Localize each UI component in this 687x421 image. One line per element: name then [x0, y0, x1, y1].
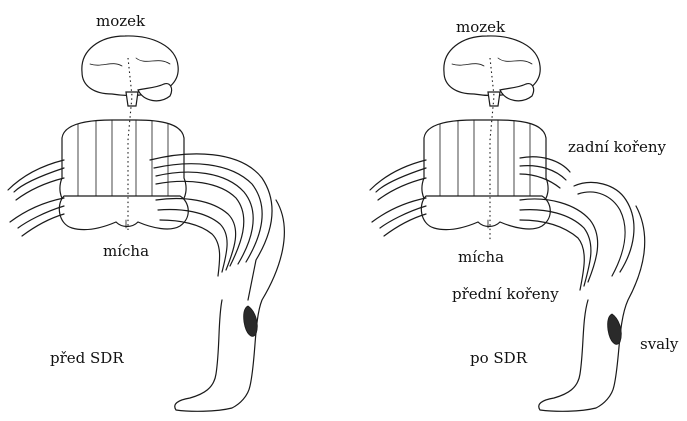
- ventral-roots-label: přední kořeny: [452, 287, 559, 302]
- right-roots-outgoing: [370, 160, 426, 236]
- right-caption: po SDR: [470, 351, 527, 366]
- left-muscle: [244, 306, 258, 336]
- left-roots-outgoing: [8, 160, 64, 236]
- left-brain: [82, 36, 178, 106]
- dorsal-roots-label: zadní kořeny: [568, 140, 666, 155]
- left-brain-label: mozek: [96, 14, 145, 29]
- left-caption: před SDR: [50, 351, 124, 366]
- left-spinal-cord-label: mícha: [103, 244, 149, 259]
- right-leg: [539, 206, 645, 411]
- left-leg: [175, 200, 285, 411]
- right-brain-label: mozek: [456, 20, 505, 35]
- left-spinal-cord: [59, 120, 188, 230]
- muscles-label: svaly: [640, 337, 678, 352]
- right-muscle: [608, 314, 622, 344]
- right-brain: [444, 36, 540, 106]
- right-spinal-cord-label: mícha: [458, 250, 504, 265]
